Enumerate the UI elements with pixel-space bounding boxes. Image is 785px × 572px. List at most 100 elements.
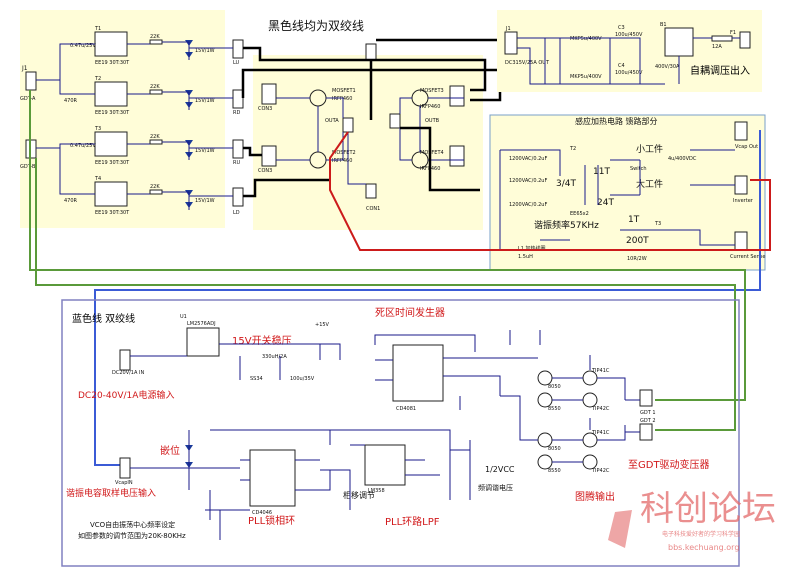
svg-text:8550: 8550 xyxy=(548,468,561,474)
svg-text:MOSFET2: MOSFET2 xyxy=(332,150,356,156)
svg-text:CON3: CON3 xyxy=(258,106,272,112)
heater-section-label: 感应加热电路 馈路部分 xyxy=(575,116,658,126)
svg-text:3/4T: 3/4T xyxy=(556,179,576,189)
svg-text:24T: 24T xyxy=(597,198,614,208)
svg-text:GDT-A: GDT-A xyxy=(20,96,36,102)
svg-text:T3: T3 xyxy=(94,126,101,132)
autotransformer-label: 自耦调压出入 xyxy=(690,64,750,77)
svg-text:C3: C3 xyxy=(618,25,625,31)
black-twisted-1 xyxy=(243,46,487,92)
pll-wires xyxy=(205,459,331,540)
current-sense-connector xyxy=(734,231,748,251)
sample-input-label: 谐振电容取样电压输入 xyxy=(66,487,156,499)
svg-text:Current Sense: Current Sense xyxy=(730,254,765,260)
svg-text:15V/1W: 15V/1W xyxy=(195,98,215,104)
svg-text:TIP42C: TIP42C xyxy=(591,468,610,474)
svg-text:LD: LD xyxy=(233,210,240,216)
totem-wires xyxy=(500,330,626,463)
svg-text:T3: T3 xyxy=(654,221,661,227)
svg-text:U1: U1 xyxy=(180,314,187,320)
bridge-rectifier xyxy=(664,27,694,57)
svg-text:470R: 470R xyxy=(64,98,78,104)
regulator-wires xyxy=(130,343,341,380)
lm2576-regulator: LM2576ADJ U1 xyxy=(180,314,220,357)
totem-label: 图腾输出 xyxy=(575,490,615,503)
svg-text:470R: 470R xyxy=(64,198,78,204)
svg-text:电子科技爱好者的学习科学园: 电子科技爱好者的学习科学园 xyxy=(662,530,740,538)
drive-channel-1: T1 EE19 30T:30T 0.47u/25V 22K 15V/1W LU xyxy=(70,26,244,66)
svg-text:CD4081: CD4081 xyxy=(396,406,416,412)
vcap-in-connector xyxy=(119,457,131,479)
svg-text:100u/450V: 100u/450V xyxy=(615,70,643,76)
svg-text:RD: RD xyxy=(233,110,240,116)
svg-text:8550: 8550 xyxy=(548,406,561,412)
svg-text:330uH/2A: 330uH/2A xyxy=(262,354,287,360)
green-wire-1 xyxy=(35,158,736,431)
heater-area xyxy=(489,114,766,271)
svg-text:400V/30A: 400V/30A xyxy=(655,64,680,70)
mains-connector xyxy=(739,31,751,49)
out-a-terminal xyxy=(342,117,354,133)
svg-text:LU: LU xyxy=(233,60,240,66)
svg-text:MKP5u/400V: MKP5u/400V xyxy=(570,36,602,42)
svg-text:8050: 8050 xyxy=(548,446,561,452)
svg-text:EE65x2: EE65x2 xyxy=(570,211,589,217)
gdt-feed-wires xyxy=(625,399,640,433)
watermark-logo-icon xyxy=(608,510,632,548)
control-board-border xyxy=(61,299,740,567)
svg-text:22K: 22K xyxy=(150,134,160,140)
svg-text:大工件: 大工件 xyxy=(636,178,663,190)
half-vcc-label: 1/2VCC xyxy=(485,465,515,474)
pll-lpf-label: PLL环路LPF xyxy=(385,515,440,528)
svg-text:15V/1W: 15V/1W xyxy=(195,198,215,204)
dead-time-wires xyxy=(374,334,501,410)
green-wire-2 xyxy=(29,90,746,401)
cd4046-chip xyxy=(249,449,296,507)
watermark: 科创论坛 电子科技爱好者的学习科学园 bbs.kechuang.org xyxy=(608,489,776,552)
freq-adjust-label: 频调谐电压 xyxy=(478,483,513,492)
mosfet-1: CON3 MOSFET1 IRFP460 xyxy=(258,83,356,112)
svg-text:IRFP460: IRFP460 xyxy=(420,104,440,110)
fuse xyxy=(711,35,733,42)
svg-text:TIP41C: TIP41C xyxy=(591,368,610,374)
svg-text:1.5uH: 1.5uH xyxy=(518,254,533,260)
svg-text:EE19 30T:30T: EE19 30T:30T xyxy=(95,60,130,66)
power-wires xyxy=(517,37,740,85)
svg-text:Vcap Out: Vcap Out xyxy=(735,144,758,150)
svg-text:T4: T4 xyxy=(94,176,101,182)
svg-text:100u/35V: 100u/35V xyxy=(290,376,315,382)
svg-text:EE19 30T:30T: EE19 30T:30T xyxy=(95,210,130,216)
svg-text:1200VAC/0.2uF: 1200VAC/0.2uF xyxy=(509,202,547,208)
svg-text:T2: T2 xyxy=(569,146,576,152)
svg-text:DC20V/1A IN: DC20V/1A IN xyxy=(112,370,144,376)
svg-text:15V/1W: 15V/1W xyxy=(195,48,215,54)
lpf-wires xyxy=(320,429,471,510)
bridge-area-bg xyxy=(253,55,483,230)
cd4081-chip xyxy=(392,344,444,402)
svg-text:TIP41C: TIP41C xyxy=(591,430,610,436)
svg-text:SS34: SS34 xyxy=(250,376,263,382)
gdt2-connector xyxy=(639,423,653,441)
svg-text:+15V: +15V xyxy=(315,322,330,328)
vco-range-label: 如图参数的调节范围为20K-80KHz xyxy=(78,531,186,540)
svg-text:CON3: CON3 xyxy=(258,168,272,174)
svg-text:T1: T1 xyxy=(94,26,101,32)
mosfet-3: MOSFET3 IRFP460 xyxy=(411,85,465,110)
svg-text:L1 加热线圈: L1 加热线圈 xyxy=(518,245,546,252)
svg-text:B1: B1 xyxy=(660,22,667,28)
dead-time-label: 死区时间发生器 xyxy=(375,306,445,319)
svg-text:8050: 8050 xyxy=(548,384,561,390)
driver-input-wires xyxy=(36,43,95,195)
lm358-chip xyxy=(364,444,406,486)
svg-text:TIP42C: TIP42C xyxy=(591,406,610,412)
svg-text:11T: 11T xyxy=(593,167,610,177)
svg-text:J1: J1 xyxy=(21,65,28,72)
gate-connector-wires xyxy=(189,47,233,197)
svg-text:IRFP460: IRFP460 xyxy=(332,96,352,102)
svg-text:22K: 22K xyxy=(150,34,160,40)
twisted-note: 黑色线均为双绞线 xyxy=(268,18,364,33)
svg-text:22K: 22K xyxy=(150,184,160,190)
svg-text:GDT 2: GDT 2 xyxy=(640,418,656,424)
black-twisted-5 xyxy=(369,38,498,120)
svg-text:科创论坛: 科创论坛 xyxy=(640,489,776,529)
